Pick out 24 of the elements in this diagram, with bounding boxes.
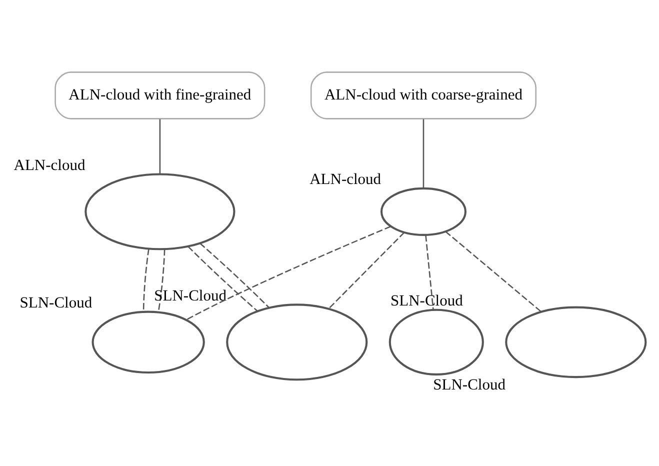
connector: [159, 119, 161, 174]
node-label: SLN-Cloud: [433, 376, 506, 394]
connector: [328, 232, 405, 309]
node-box: ALN-cloud with fine-grained: [54, 72, 266, 120]
connector: [158, 249, 166, 312]
connector: [425, 235, 434, 310]
node-label: ALN-cloud: [14, 156, 86, 174]
node-label: SLN-Cloud: [20, 294, 92, 312]
node-cloud: [226, 304, 368, 381]
node-cloud: [84, 173, 236, 250]
node-label: ALN-cloud: [310, 171, 382, 188]
node-cloud: [388, 308, 484, 376]
connector: [186, 226, 391, 320]
connector: [445, 231, 542, 312]
connector: [200, 242, 270, 308]
node-cloud: [92, 310, 205, 374]
node-box: ALN-cloud with coarse-grained: [310, 72, 537, 120]
connector: [142, 248, 150, 312]
node-cloud: [380, 187, 466, 236]
connector: [188, 246, 258, 312]
node-label: SLN-Cloud: [390, 292, 463, 310]
node-label: SLN-Cloud: [154, 287, 226, 304]
node-cloud: [505, 306, 647, 378]
connector: [422, 119, 424, 188]
